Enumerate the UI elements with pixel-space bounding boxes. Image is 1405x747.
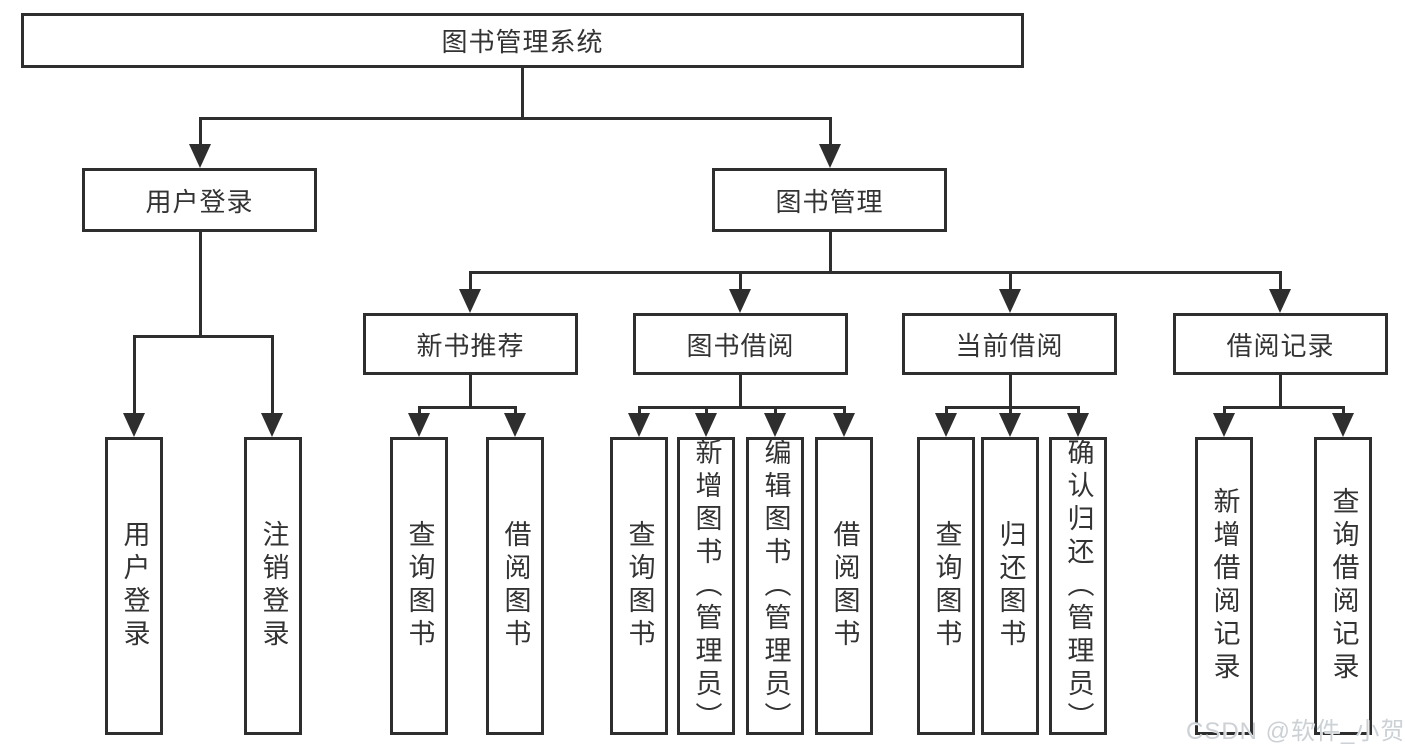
node-book-borrow: 图书借阅 [633,313,848,375]
node-label: 用户登录 [145,186,254,217]
watermark: CSDN @软件_小贺同学 [1186,718,1405,745]
arrowhead-down-icon [408,413,430,437]
arrowhead-down-icon [999,413,1021,437]
connector-line [828,118,832,148]
connector-line [773,407,777,417]
node-label: 用户登录 [119,520,150,652]
connector-line [704,407,708,417]
node-label: 查询图书 [931,520,962,652]
node-label: 查询图书 [624,520,655,652]
arrowhead-down-icon [833,413,855,437]
connector-line [1008,407,1012,417]
node-current-borrow: 当前借阅 [902,313,1117,375]
connector-line [842,407,846,417]
connector-line [270,336,274,417]
node-label: 新书推荐 [416,330,525,361]
arrowhead-down-icon [1269,289,1291,313]
connector-line [198,116,832,120]
connector-line [1222,407,1226,417]
connector-line [637,405,846,409]
node-label: 新增图书（管理员） [691,437,722,735]
connector-line [828,232,832,274]
node-borrow-records: 借阅记录 [1173,313,1388,375]
connector-line [944,405,1080,409]
arrowhead-down-icon [729,289,751,313]
node-book-management-module: 图书管理 [712,168,947,232]
connector-line [132,336,136,417]
leaf-records-add-record: 新增借阅记录 [1195,437,1253,735]
arrowhead-down-icon [459,289,481,313]
arrowhead-down-icon [189,144,211,168]
arrowhead-down-icon [1213,413,1235,437]
node-label: 编辑图书（管理员） [760,437,791,735]
connector-line [1278,272,1282,293]
connector-line [1341,407,1345,417]
connector-line [738,272,742,293]
connector-line [738,375,742,409]
node-label: 归还图书 [995,520,1026,652]
leaf-current-query-books: 查询图书 [917,437,975,735]
leaf-current-confirm-return: 确认归还（管理员） [1049,437,1107,735]
connector-line [468,270,1282,274]
node-label: 查询图书 [404,520,435,652]
arrowhead-down-icon [123,413,145,437]
connector-line [1222,405,1345,409]
arrowhead-down-icon [1067,413,1089,437]
arrowhead-down-icon [999,289,1021,313]
node-user-login-module: 用户登录 [82,168,317,232]
node-label: 借阅图书 [829,520,860,652]
connector-line [520,68,524,120]
leaf-borrow-borrow-books: 借阅图书 [815,437,873,735]
arrowhead-down-icon [819,144,841,168]
node-label: 图书借阅 [686,330,795,361]
node-root-system: 图书管理系统 [21,13,1024,68]
connector-line [944,407,948,417]
connector-line [513,407,517,417]
leaf-borrow-query-books: 查询图书 [610,437,668,735]
arrowhead-down-icon [261,413,283,437]
node-label: 借阅图书 [500,520,531,652]
leaf-recommend-borrow-books: 借阅图书 [486,437,544,735]
connector-line [1076,407,1080,417]
leaf-logout: 注销登录 [244,437,302,735]
connector-line [468,375,472,409]
leaf-borrow-edit-books: 编辑图书（管理员） [746,437,804,735]
node-label: 确认归还（管理员） [1063,437,1094,735]
connector-line [132,334,274,338]
connector-line [637,407,641,417]
connector-line [417,405,517,409]
leaf-records-query-record: 查询借阅记录 [1314,437,1372,735]
node-label: 新增借阅记录 [1209,487,1240,685]
arrowhead-down-icon [695,413,717,437]
leaf-user-login: 用户登录 [105,437,163,735]
connector-line [1008,375,1012,409]
node-label: 借阅记录 [1226,330,1335,361]
connector-line [468,272,472,293]
node-label: 图书管理 [775,186,884,217]
arrowhead-down-icon [935,413,957,437]
node-label: 图书管理系统 [441,27,604,57]
connector-line [198,232,202,338]
node-label: 注销登录 [258,520,289,652]
connector-line [1008,272,1012,293]
arrowhead-down-icon [628,413,650,437]
arrowhead-down-icon [1332,413,1354,437]
leaf-current-return-books: 归还图书 [981,437,1039,735]
connector-line [417,407,421,417]
node-new-book-recommend: 新书推荐 [363,313,578,375]
arrowhead-down-icon [764,413,786,437]
node-label: 查询借阅记录 [1328,487,1359,685]
arrowhead-down-icon [504,413,526,437]
leaf-recommend-query-books: 查询图书 [390,437,448,735]
leaf-borrow-add-books: 新增图书（管理员） [677,437,735,735]
connector-line [1278,375,1282,409]
node-label: 当前借阅 [955,330,1064,361]
connector-line [198,118,202,148]
